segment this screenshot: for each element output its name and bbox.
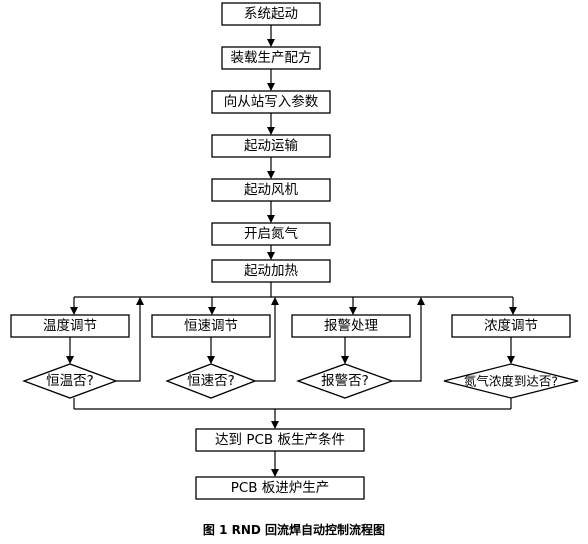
branch-1-loop-back [116, 297, 144, 382]
branch-3-decision-diamond [296, 363, 394, 399]
branch-speed: 恒速调节 恒速否? [151, 297, 279, 399]
step-write-label: 向从站写入参数 [224, 93, 319, 110]
step-conveyor-label: 起动运输 [244, 138, 298, 154]
branch-3-action-label: 报警处理 [324, 318, 378, 334]
merge-sequence: 达到 PCB 板生产条件 PCB 板进炉生产 [74, 408, 511, 500]
branch-2-decision-diamond [165, 363, 257, 399]
branch-2-decision-text: 恒速否? [187, 373, 235, 389]
step-production-label: PCB 板进炉生产 [231, 480, 330, 496]
branch-4-action-label: 浓度调节 [484, 318, 538, 334]
branch-3-decision-text: 报警否? [321, 373, 369, 389]
step-fan-label: 起动风机 [244, 182, 298, 198]
main-sequence: 系统起动 装载生产配方 向从站写入参数 起动运输 起动风机 开启氮气 起动加热 [211, 2, 331, 283]
branch-2-action-label: 恒速调节 [184, 318, 238, 334]
branch-temperature: 温度调节 恒温否? [10, 297, 144, 409]
branch-1-action-label: 温度调节 [43, 318, 97, 334]
branch-1-decision-text: 恒温否? [46, 373, 94, 389]
step-load-label: 装载生产配方 [231, 50, 312, 66]
step-done-label: 达到 PCB 板生产条件 [215, 431, 345, 448]
distribution-bus [70, 282, 517, 315]
branch-4-decision-text: 氮气浓度到达否? [464, 374, 558, 389]
branch-concentration: 浓度调节 氮气浓度到达否? [443, 314, 579, 409]
step-production-box [195, 476, 365, 500]
figure-caption: 图 1 RND 回流焊自动控制流程图 [203, 522, 385, 537]
step-done-box [195, 428, 365, 452]
step-start-label: 系统起动 [244, 6, 298, 22]
branch-2-loop-back [255, 297, 279, 382]
branch-alarm: 报警处理 报警否? [291, 297, 425, 399]
step-nitrogen-label: 开启氮气 [244, 226, 298, 242]
branch-1-decision-diamond [22, 363, 118, 399]
branch-3-loop-back [392, 297, 425, 382]
branch-3-action-box [291, 314, 411, 338]
step-heating-label: 起动加热 [244, 263, 298, 279]
